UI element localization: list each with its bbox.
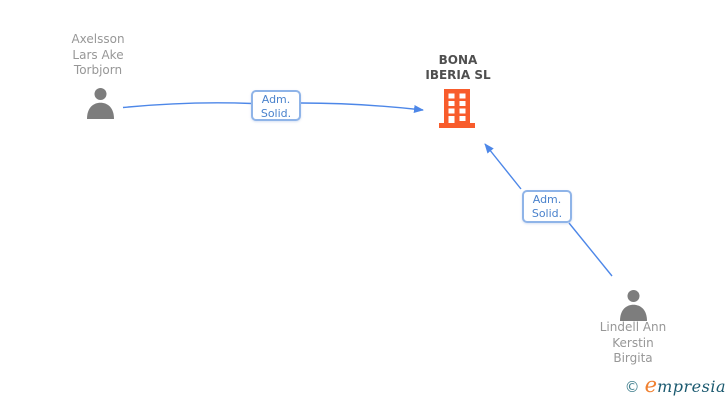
brand-initial: e: [644, 373, 658, 397]
edge2-label: Adm. Solid.: [522, 190, 572, 223]
person2-name-line3: Birgita: [613, 351, 653, 365]
edge2-label-line2: Solid.: [531, 206, 563, 220]
company-name-line2: IBERIA SL: [425, 68, 491, 82]
edge2-line-start: [568, 222, 613, 277]
person2-name: Lindell Ann Kerstin Birgita: [568, 320, 698, 367]
person2-node[interactable]: [618, 288, 649, 321]
company-name: BONA IBERIA SL: [388, 53, 528, 83]
person1-name-line2: Lars Ake: [72, 47, 124, 62]
edge1-label-line1: Adm.: [261, 93, 291, 106]
person2-name-line1: Lindell Ann: [599, 320, 667, 334]
brand-name: mpresia: [657, 377, 726, 396]
person1-name-line3: Torbjorn: [73, 63, 123, 77]
person1-name-line1: Axelsson: [71, 32, 125, 46]
company-name-line1: BONA: [438, 53, 478, 67]
edge1-line-arrow: [300, 102, 424, 113]
edge1-label: Adm. Solid.: [251, 90, 301, 121]
copyright-icon: ©: [624, 378, 640, 396]
person1-node[interactable]: [85, 86, 116, 119]
edge2-label-line1: Adm.: [532, 193, 562, 206]
company-node[interactable]: [439, 89, 475, 128]
building-icon: [439, 89, 475, 128]
edge1-line-start: [122, 102, 253, 109]
person-icon: [620, 290, 647, 321]
edge2-line-arrow: [484, 143, 522, 190]
person2-name-line2: Kerstin: [612, 335, 654, 350]
empresia-watermark: © e mpresia: [624, 373, 726, 397]
person1-name: Axelsson Lars Ake Torbjorn: [33, 32, 163, 79]
edge1-label-line2: Solid.: [260, 106, 292, 120]
person-icon: [87, 88, 114, 119]
